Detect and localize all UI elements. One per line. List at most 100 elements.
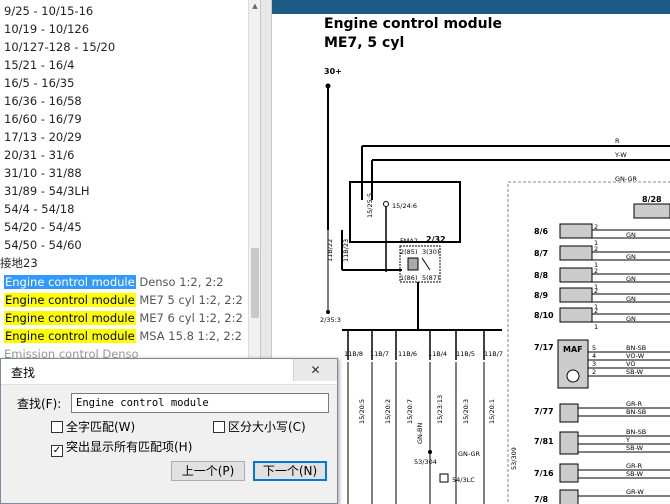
component-ref: 8/7: [534, 249, 548, 258]
checkbox-label: 全字匹配(W): [66, 420, 136, 434]
wire-color-label: GN: [626, 315, 636, 323]
next-button[interactable]: 下一个(N): [253, 461, 327, 481]
component-ref: 8/28: [642, 195, 662, 204]
match-highlight: Engine control module: [4, 329, 136, 343]
find-label: 查找(F):: [17, 397, 62, 411]
ground-ref: 54/3LC: [452, 476, 475, 484]
result-rest: ME7 5 cyl 1:2, 2:2: [135, 293, 243, 307]
pin-number: 1: [594, 239, 598, 247]
whole-word-checkbox[interactable]: 全字匹配(W): [51, 419, 135, 435]
ground-label: 11B/22: [326, 239, 334, 262]
list-item[interactable]: 16/5 - 16/35: [4, 76, 75, 90]
list-item[interactable]: 9/25 - 10/15-16: [4, 4, 94, 18]
wire-color-label: GN: [626, 295, 636, 303]
component-ref: 7/77: [534, 407, 554, 416]
list-item[interactable]: 31/89 - 54/3LH: [4, 184, 90, 198]
wire-color-label: GR-R: [626, 462, 643, 470]
pin-number: 2: [594, 267, 598, 275]
sensor-box: [559, 489, 579, 504]
fuse-terminal: [383, 201, 389, 207]
list-item[interactable]: 16/36 - 16/58: [4, 94, 82, 108]
list-item[interactable]: 10/19 - 10/126: [4, 22, 90, 36]
list-item[interactable]: 54/4 - 54/18: [4, 202, 75, 216]
component-ref: 7/16: [534, 469, 554, 478]
fuse-box: [349, 181, 461, 243]
wire-color-label: GR-W: [626, 488, 644, 496]
prev-button[interactable]: 上一个(P): [171, 461, 245, 481]
search-result-item[interactable]: Engine control module MSA 15.8 1:2, 2:2: [4, 327, 242, 345]
connector-box: [439, 473, 449, 483]
pin-number: 2: [594, 245, 598, 253]
wire-color-label: SB-W: [626, 368, 644, 376]
wire-color-label: GN: [626, 275, 636, 283]
find-dialog[interactable]: 查找 ✕ 查找(F): Engine control module 全字匹配(W…: [0, 358, 338, 504]
wire-ref: 15/23:13: [436, 395, 444, 424]
checkbox-icon[interactable]: [51, 421, 63, 433]
scroll-up-icon[interactable]: ▲: [252, 2, 258, 10]
scroll-thumb[interactable]: [251, 248, 259, 318]
pin-number: 2: [594, 307, 598, 315]
checkbox-icon[interactable]: [213, 421, 225, 433]
dialog-title: 查找: [11, 366, 36, 380]
connector-label: 11B/6: [398, 350, 417, 358]
relay-pin: 5(87): [422, 274, 439, 282]
diagram-subtitle: ME7, 5 cyl: [324, 35, 405, 51]
dialog-titlebar[interactable]: 查找 ✕: [1, 359, 337, 385]
list-item[interactable]: 54/50 - 54/60: [4, 238, 82, 252]
wire-ref: 15/20:5: [358, 399, 366, 424]
find-input[interactable]: Engine control module: [71, 393, 329, 413]
sensor-box: [559, 463, 579, 483]
component-ref: 8/8: [534, 271, 548, 280]
wire-color-label: GN-BN: [416, 423, 424, 444]
list-item[interactable]: 31/10 - 31/88: [4, 166, 82, 180]
component-ref: 8/6: [534, 227, 548, 236]
junction-dot: [326, 310, 330, 314]
connector-label: 11B/4: [428, 350, 447, 358]
search-result-item[interactable]: Engine control module Denso 1:2, 2:2: [4, 273, 224, 291]
component-ref: 7/81: [534, 437, 554, 446]
highlight-all-checkbox[interactable]: ✓突出显示所有匹配项(H): [51, 439, 192, 457]
relay-pin: 2(85): [400, 248, 417, 256]
pin-number: 5: [592, 344, 596, 352]
connector-label: 11B/7: [484, 350, 503, 358]
match-case-checkbox[interactable]: 区分大小写(C): [213, 419, 306, 435]
search-result-item[interactable]: Engine control module ME7 6 cyl 1:2, 2:2: [4, 309, 243, 327]
pin-number: 1: [594, 303, 598, 311]
list-group-header[interactable]: 接地23: [0, 256, 38, 270]
list-item[interactable]: Emission control Denso: [4, 347, 139, 361]
match-highlight: Engine control module: [4, 311, 136, 325]
search-result-item[interactable]: Engine control module ME7 5 cyl 1:2, 2:2: [4, 291, 243, 309]
list-item[interactable]: 17/13 - 20/29: [4, 130, 82, 144]
wire-color-label: BN-SB: [626, 428, 646, 436]
pin-number: 1: [594, 323, 598, 331]
result-rest: ME7 6 cyl 1:2, 2:2: [135, 311, 243, 325]
ground-label: 11B/23: [342, 239, 350, 262]
pin-number: 3: [592, 360, 596, 368]
diagram-title: Engine control module: [324, 16, 502, 32]
injector: [559, 223, 593, 239]
diagram-header-bar: [272, 0, 670, 14]
wire-color-label: SB-W: [626, 444, 644, 452]
list-item[interactable]: 20/31 - 31/6: [4, 148, 75, 162]
wiring-diagram-pane: Engine control module ME7, 5 cyl 30+ 2/3…: [272, 0, 670, 504]
checkmark-icon[interactable]: ✓: [51, 445, 63, 457]
pin-number: 1: [594, 283, 598, 291]
list-item[interactable]: 54/20 - 54/45: [4, 220, 82, 234]
relay-switch: [421, 257, 431, 271]
close-icon[interactable]: ✕: [293, 359, 337, 381]
ground-ref: 53/304: [414, 458, 437, 466]
list-item[interactable]: 16/60 - 16/79: [4, 112, 82, 126]
list-item[interactable]: 15/21 - 16/4: [4, 58, 75, 72]
pin-number: 4: [592, 352, 596, 360]
component-ref: 7/17: [534, 343, 554, 352]
wire-color-label: BN-SB: [626, 408, 646, 416]
match-highlight-selected: Engine control module: [4, 275, 136, 289]
maf-symbol: [566, 369, 580, 383]
ground-label: 2/35:3: [320, 316, 341, 324]
junction-dot: [428, 450, 432, 454]
list-item[interactable]: 10/127-128 - 15/20: [4, 40, 116, 54]
wire-color-label: GN: [626, 253, 636, 261]
relay-coil: [407, 257, 419, 271]
ground-ref: 53/309: [510, 447, 518, 470]
